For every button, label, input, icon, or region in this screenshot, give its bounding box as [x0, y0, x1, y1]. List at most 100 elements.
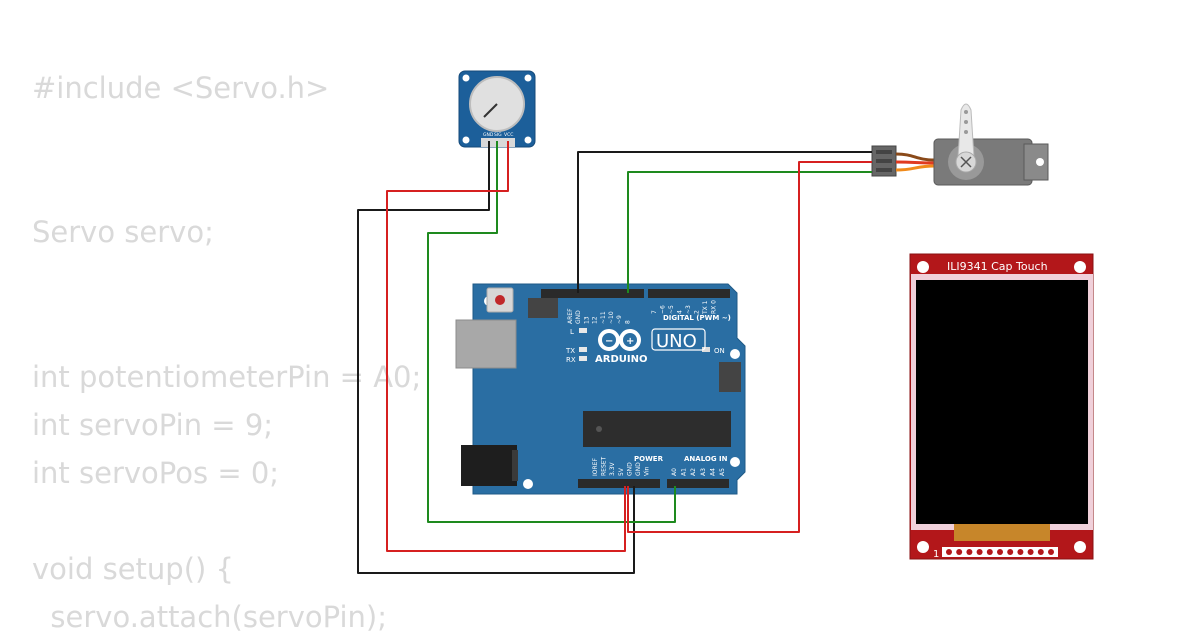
icsp-header-right [719, 362, 741, 392]
svg-text:−: − [605, 336, 613, 347]
l-label: L [570, 328, 574, 336]
pin-label: ~6 [660, 305, 667, 314]
l-led [579, 328, 587, 333]
pin-label: 8 [624, 320, 631, 324]
pin-label: Vin [644, 466, 651, 476]
tx-label: TX [565, 347, 575, 355]
display-pin [997, 549, 1003, 555]
pin-label: A2 [690, 468, 697, 476]
wire-servo-vcc [627, 161, 872, 533]
display-pin [976, 549, 983, 555]
pin-label: RESET [601, 456, 608, 476]
code-line-pot-pin: int potentiometerPin = A0; [32, 360, 422, 394]
pin-label: 3.3V [609, 461, 616, 476]
pin-label: 4 [677, 310, 684, 314]
display-pin [956, 549, 963, 555]
pin-label: 13 [583, 316, 590, 324]
on-label: ON [714, 347, 725, 355]
display-pin [1017, 549, 1024, 555]
display-pin [1048, 549, 1054, 555]
analog-header [667, 479, 729, 488]
wire-pot-vcc [386, 141, 626, 552]
pin-label: 2 [694, 310, 701, 314]
pin-label: GND [626, 462, 633, 476]
code-line-servo-pin: int servoPin = 9; [32, 408, 274, 442]
mounting-hole [730, 457, 740, 467]
mounting-hole [523, 479, 533, 489]
pot-pin-sig-label: SIG [494, 132, 502, 138]
potentiometer[interactable]: GND SIG VCC [458, 70, 536, 148]
reset-button-cap [495, 295, 505, 305]
code-line-setup: void setup() { [32, 552, 234, 586]
rx-label: RX [566, 356, 576, 364]
atmega-chip [583, 411, 731, 447]
wire-pot-gnd [357, 141, 635, 574]
display-title: ILI9341 Cap Touch [947, 260, 1048, 273]
pin-label: GND [575, 310, 582, 324]
digital-header-right [648, 289, 730, 298]
pin-label: A5 [719, 468, 726, 476]
power-header [578, 479, 660, 488]
pin-label: ~3 [685, 305, 692, 314]
pin-label: ~5 [668, 305, 675, 314]
pin-label: A3 [700, 468, 707, 476]
display-pin-one-label: 1 [933, 549, 939, 560]
pin-label: 7 [651, 310, 658, 314]
display-pin [946, 549, 952, 555]
pin-label: ~9 [616, 315, 623, 324]
pin-label: 12 [592, 316, 599, 324]
arduino-model-text: UNO [656, 331, 697, 352]
display-pin [986, 549, 993, 555]
display-pin [1037, 549, 1044, 555]
pin-label: TX 1 [702, 300, 709, 315]
display-flex-cable [954, 524, 1050, 541]
ili9341-display[interactable]: ILI9341 Cap Touch 1 [909, 253, 1094, 560]
rx-led [579, 356, 587, 361]
pin-label: ~10 [608, 311, 615, 324]
pot-pin-gnd-label: GND [483, 132, 494, 138]
pin-label: A0 [671, 468, 678, 476]
display-pin [966, 549, 973, 555]
display-screen [916, 280, 1088, 524]
wire-pot-signal [427, 141, 676, 523]
arduino-logo-icon [598, 329, 641, 351]
pin-label: A1 [681, 468, 688, 476]
pin-label: RX 0 [711, 300, 718, 314]
usb-connector [455, 319, 517, 369]
pin-label: 5V [618, 467, 625, 476]
mounting-hole [730, 349, 740, 359]
icsp-header [528, 298, 558, 318]
wires [357, 141, 872, 574]
code-line-include: #include <Servo.h> [32, 71, 330, 105]
on-led [702, 347, 710, 352]
display-pin [1007, 549, 1014, 555]
power-jack [461, 445, 517, 486]
svg-text:+: + [626, 336, 634, 347]
pin-label: ~11 [600, 311, 607, 324]
code-line-attach: servo.attach(servoPin); [32, 600, 387, 634]
display-pin [1027, 549, 1034, 555]
pin-label: IOREF [592, 458, 599, 476]
pin-label: A4 [709, 468, 716, 476]
power-label: POWER [634, 455, 664, 463]
analog-label: ANALOG IN [684, 455, 728, 463]
digital-header-left [541, 289, 644, 298]
arduino-uno-board[interactable]: − + ARDUINO UNO DIGITAL (PWM ~) POWER AN… [455, 283, 746, 495]
wire-servo-gnd [577, 151, 872, 293]
wire-servo-signal [627, 171, 872, 293]
tx-led [579, 347, 587, 352]
arduino-brand-text: ARDUINO [595, 354, 647, 365]
pot-pin-vcc-label: VCC [504, 132, 513, 138]
pin-label: AREF [567, 308, 574, 324]
code-line-servo-pos: int servoPos = 0; [32, 456, 280, 490]
servo-motor[interactable] [871, 103, 1049, 186]
pin-label: GND [635, 462, 642, 476]
display-pins [946, 549, 1054, 555]
code-line-servo-decl: Servo servo; [32, 215, 214, 249]
digital-label: DIGITAL (PWM ~) [663, 314, 731, 322]
